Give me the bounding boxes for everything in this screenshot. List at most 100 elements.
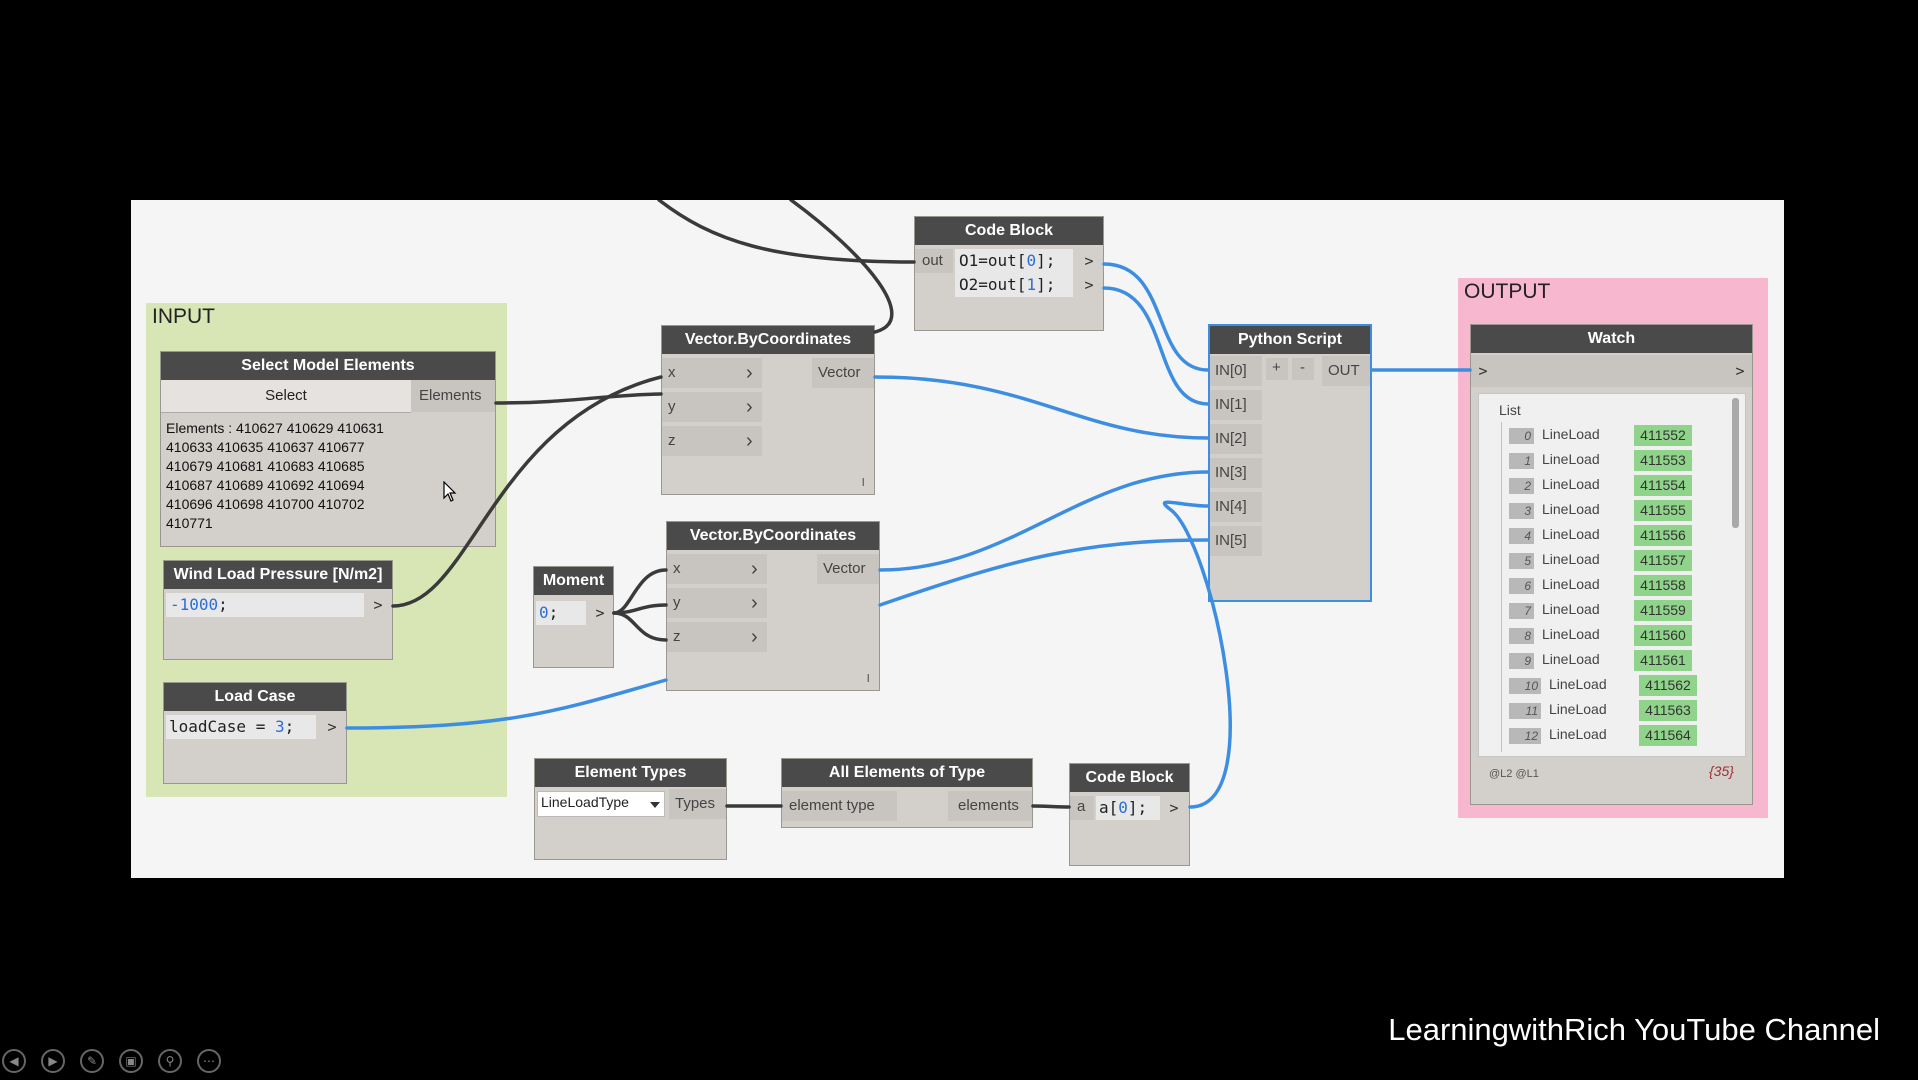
list-value: 411555 [1634,500,1692,521]
minus-icon: - [1300,359,1305,376]
next-slide-icon[interactable]: ▶ [41,1049,65,1073]
vector-by-coordinates-node-1[interactable]: Vector.ByCoordinates x › y › z › Vector … [661,325,875,495]
input-port-z[interactable]: z › [662,426,762,456]
chevron-right-icon: › [751,558,758,580]
wind-load-pressure-node[interactable]: Wind Load Pressure [N/m2] -1000; > [163,560,393,660]
list-type: LineLoad [1542,626,1600,642]
output-port-arrow[interactable]: > [327,718,337,736]
list-type: LineLoad [1542,426,1600,442]
node-header: Code Block [915,217,1103,245]
input-port-in3[interactable]: IN[3] [1210,458,1262,488]
output-port-label: Vector [823,560,866,577]
add-input-button[interactable]: + [1266,358,1288,380]
list-value: 411557 [1634,550,1692,571]
remove-input-button[interactable]: - [1292,358,1314,380]
list-value: 411553 [1634,450,1692,471]
watch-scrollbar[interactable] [1732,398,1739,528]
input-port-in4[interactable]: IN[4] [1210,492,1262,522]
output-port-elements[interactable]: elements [948,791,1032,821]
input-port-label: IN[4] [1215,498,1247,515]
list-type: LineLoad [1542,476,1600,492]
input-port-in0[interactable]: IN[0] [1210,356,1262,386]
code-block-bottom-node[interactable]: Code Block a a[0]; > [1069,763,1190,866]
input-port-in2[interactable]: IN[2] [1210,424,1262,454]
chevron-right-icon: › [746,362,753,384]
list-index: 7 [1509,603,1534,619]
input-port-in5[interactable]: IN[5] [1210,526,1262,556]
output-port-arrow[interactable]: > [1169,799,1179,817]
output-port-arrow[interactable]: > [1735,362,1745,380]
node-header: Watch [1471,325,1752,353]
python-script-node[interactable]: Python Script IN[0] IN[1] IN[2] IN[3] IN… [1208,324,1372,602]
list-index: 8 [1509,628,1534,644]
code-number: 0 [539,603,549,622]
elements-line: 410771 [166,515,213,531]
code-input[interactable]: 0; [536,601,586,625]
elements-line: Elements : 410627 410629 410631 [166,420,384,436]
wire-moment-to-vector2-y [612,603,668,615]
pen-icon[interactable]: ✎ [80,1049,104,1073]
graph-canvas[interactable]: INPUT OUTPUT Select Model Elements Selec… [131,200,1784,878]
element-types-node[interactable]: Element Types LineLoadType Types [534,758,727,860]
output-port-arrow[interactable]: > [595,604,605,622]
input-port-a[interactable]: a [1070,796,1094,820]
list-type: LineLoad [1549,726,1607,742]
more-options-icon[interactable]: ⋯ [197,1049,221,1073]
output-port-elements[interactable]: Elements [411,380,495,412]
code-block-top-node[interactable]: Code Block out O1=out[0]; O2=out[1]; > > [914,216,1104,331]
list-value: 411552 [1634,425,1692,446]
chevron-right-icon: › [751,592,758,614]
select-button[interactable]: Select [161,380,411,413]
input-port-in1[interactable]: IN[1] [1210,390,1262,420]
slides-icon[interactable]: ▣ [119,1049,143,1073]
wire-elements-to-codeblock [1031,804,1071,809]
list-index: 11 [1509,703,1541,719]
wire-vector1-to-in2 [873,375,1210,440]
list-value: 411559 [1634,600,1692,621]
wire-moment-to-vector2-z [612,611,668,642]
element-type-dropdown[interactable]: LineLoadType [537,791,665,817]
output-port-out[interactable]: OUT [1322,356,1370,386]
vector-by-coordinates-node-2[interactable]: Vector.ByCoordinates x › y › z › Vector … [666,521,880,691]
input-group-title: INPUT [152,305,215,328]
resize-handle-icon[interactable]: l [862,477,865,489]
all-elements-of-type-node[interactable]: All Elements of Type element type elemen… [781,758,1033,828]
output-port-label: Types [675,795,716,812]
select-model-elements-node[interactable]: Select Model Elements Select Elements El… [160,351,496,547]
node-header: Element Types [535,759,726,787]
output-port-vector[interactable]: Vector [812,358,874,388]
input-port-x[interactable]: x › [667,554,767,584]
output-port-types[interactable]: Types [669,789,726,819]
previous-slide-icon[interactable]: ◀ [2,1049,26,1073]
input-port-y[interactable]: y › [667,588,767,618]
zoom-icon[interactable]: ⚲ [158,1049,182,1073]
list-count: {35} [1709,763,1734,779]
moment-node[interactable]: Moment 0; > [533,566,614,668]
list-type: LineLoad [1542,651,1600,667]
code-input[interactable]: -1000; [166,593,364,617]
input-port-z[interactable]: z › [667,622,767,652]
watch-port-bar: > > [1471,355,1752,387]
list-value: 411558 [1634,575,1692,596]
output-port-arrow[interactable]: > [373,596,383,614]
code-input[interactable]: loadCase = 3; [166,715,316,739]
output-port-vector[interactable]: Vector [817,554,879,584]
load-case-node[interactable]: Load Case loadCase = 3; > [163,682,347,784]
code-editor[interactable]: a[0]; [1096,796,1160,820]
code-editor[interactable]: O1=out[0]; O2=out[1]; [955,249,1073,297]
list-levels: @L2 @L1 [1489,768,1539,780]
input-port-label: z [668,432,676,449]
wire-code-o1-to-in0 [1102,262,1210,372]
input-port-arrow[interactable]: > [1478,362,1488,380]
input-port-element-type[interactable]: element type [782,791,897,821]
code-line: O2=out[1]; [959,275,1056,294]
output-port-arrow[interactable]: > [1084,252,1094,270]
input-port-y[interactable]: y › [662,392,762,422]
list-value: 411563 [1639,700,1697,721]
input-port-out[interactable]: out [915,249,953,273]
output-port-arrow[interactable]: > [1084,276,1094,294]
input-port-x[interactable]: x › [662,358,762,388]
resize-handle-icon[interactable]: l [867,673,870,685]
